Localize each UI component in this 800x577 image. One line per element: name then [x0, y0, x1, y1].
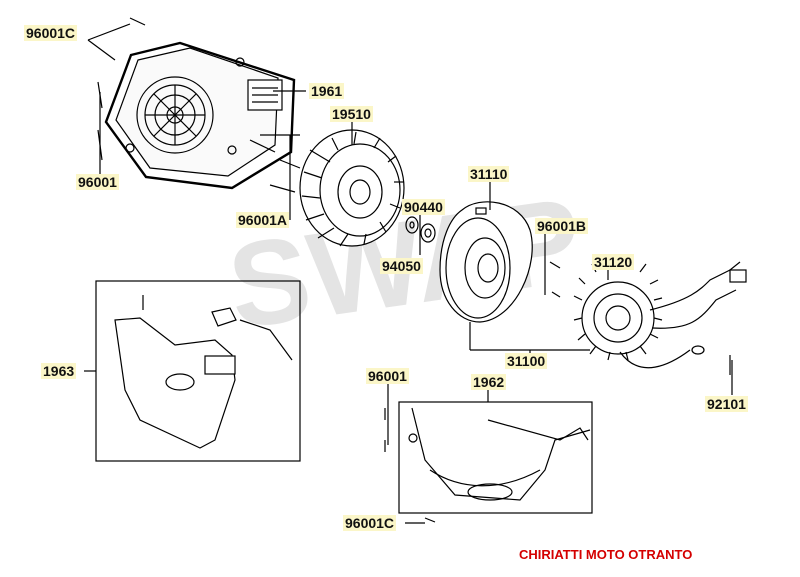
leader-lines — [84, 23, 733, 524]
cooling-fan-19510 — [299, 129, 405, 247]
label-96001c-top: 96001C — [24, 25, 78, 41]
label-92101: 92101 — [705, 396, 748, 412]
label-96001-left: 96001 — [76, 174, 119, 190]
box-1962 — [398, 401, 593, 514]
washer-nut-90440-94050 — [405, 216, 436, 243]
label-96001-bottom: 96001 — [366, 368, 409, 384]
label-31120: 31120 — [592, 254, 635, 270]
fan-cover-1961 — [104, 41, 296, 190]
label-19510: 19510 — [330, 106, 373, 122]
label-31100: 31100 — [505, 353, 548, 369]
label-94050: 94050 — [380, 258, 423, 274]
label-1963: 1963 — [41, 363, 77, 379]
label-96001a: 96001A — [236, 212, 290, 228]
label-31110: 31110 — [468, 166, 510, 182]
stator-31120 — [573, 257, 747, 369]
label-1961: 1961 — [309, 83, 345, 99]
label-90440: 90440 — [402, 199, 445, 215]
box-1963 — [95, 280, 301, 462]
dealer-credit: CHIRIATTI MOTO OTRANTO — [519, 547, 693, 562]
screw-set — [97, 17, 731, 523]
label-1962: 1962 — [471, 374, 507, 390]
label-96001c-bottom: 96001C — [343, 515, 397, 531]
flywheel-31110 — [439, 201, 533, 323]
label-96001b: 96001B — [535, 218, 589, 234]
